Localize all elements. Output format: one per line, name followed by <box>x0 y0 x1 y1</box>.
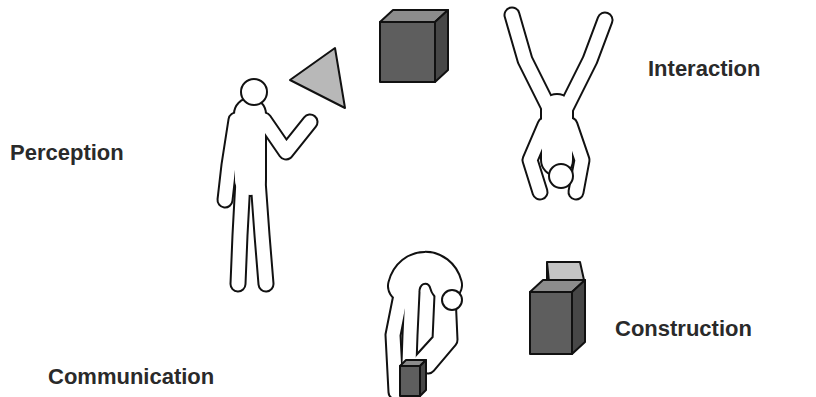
small-box <box>400 360 426 396</box>
figure-outline <box>225 15 605 392</box>
figure-head <box>241 79 267 105</box>
box-with-flag <box>530 262 585 354</box>
cube-shape <box>380 10 448 82</box>
stage-label: Perception <box>10 140 124 166</box>
figure-fill <box>225 15 605 392</box>
figure-head <box>442 290 462 310</box>
triangle-shape <box>290 48 345 108</box>
stage-label: Communication <box>48 364 214 390</box>
stage-label: Interaction <box>648 56 760 82</box>
stage-label: Construction <box>615 316 752 342</box>
figure-head <box>549 164 573 188</box>
